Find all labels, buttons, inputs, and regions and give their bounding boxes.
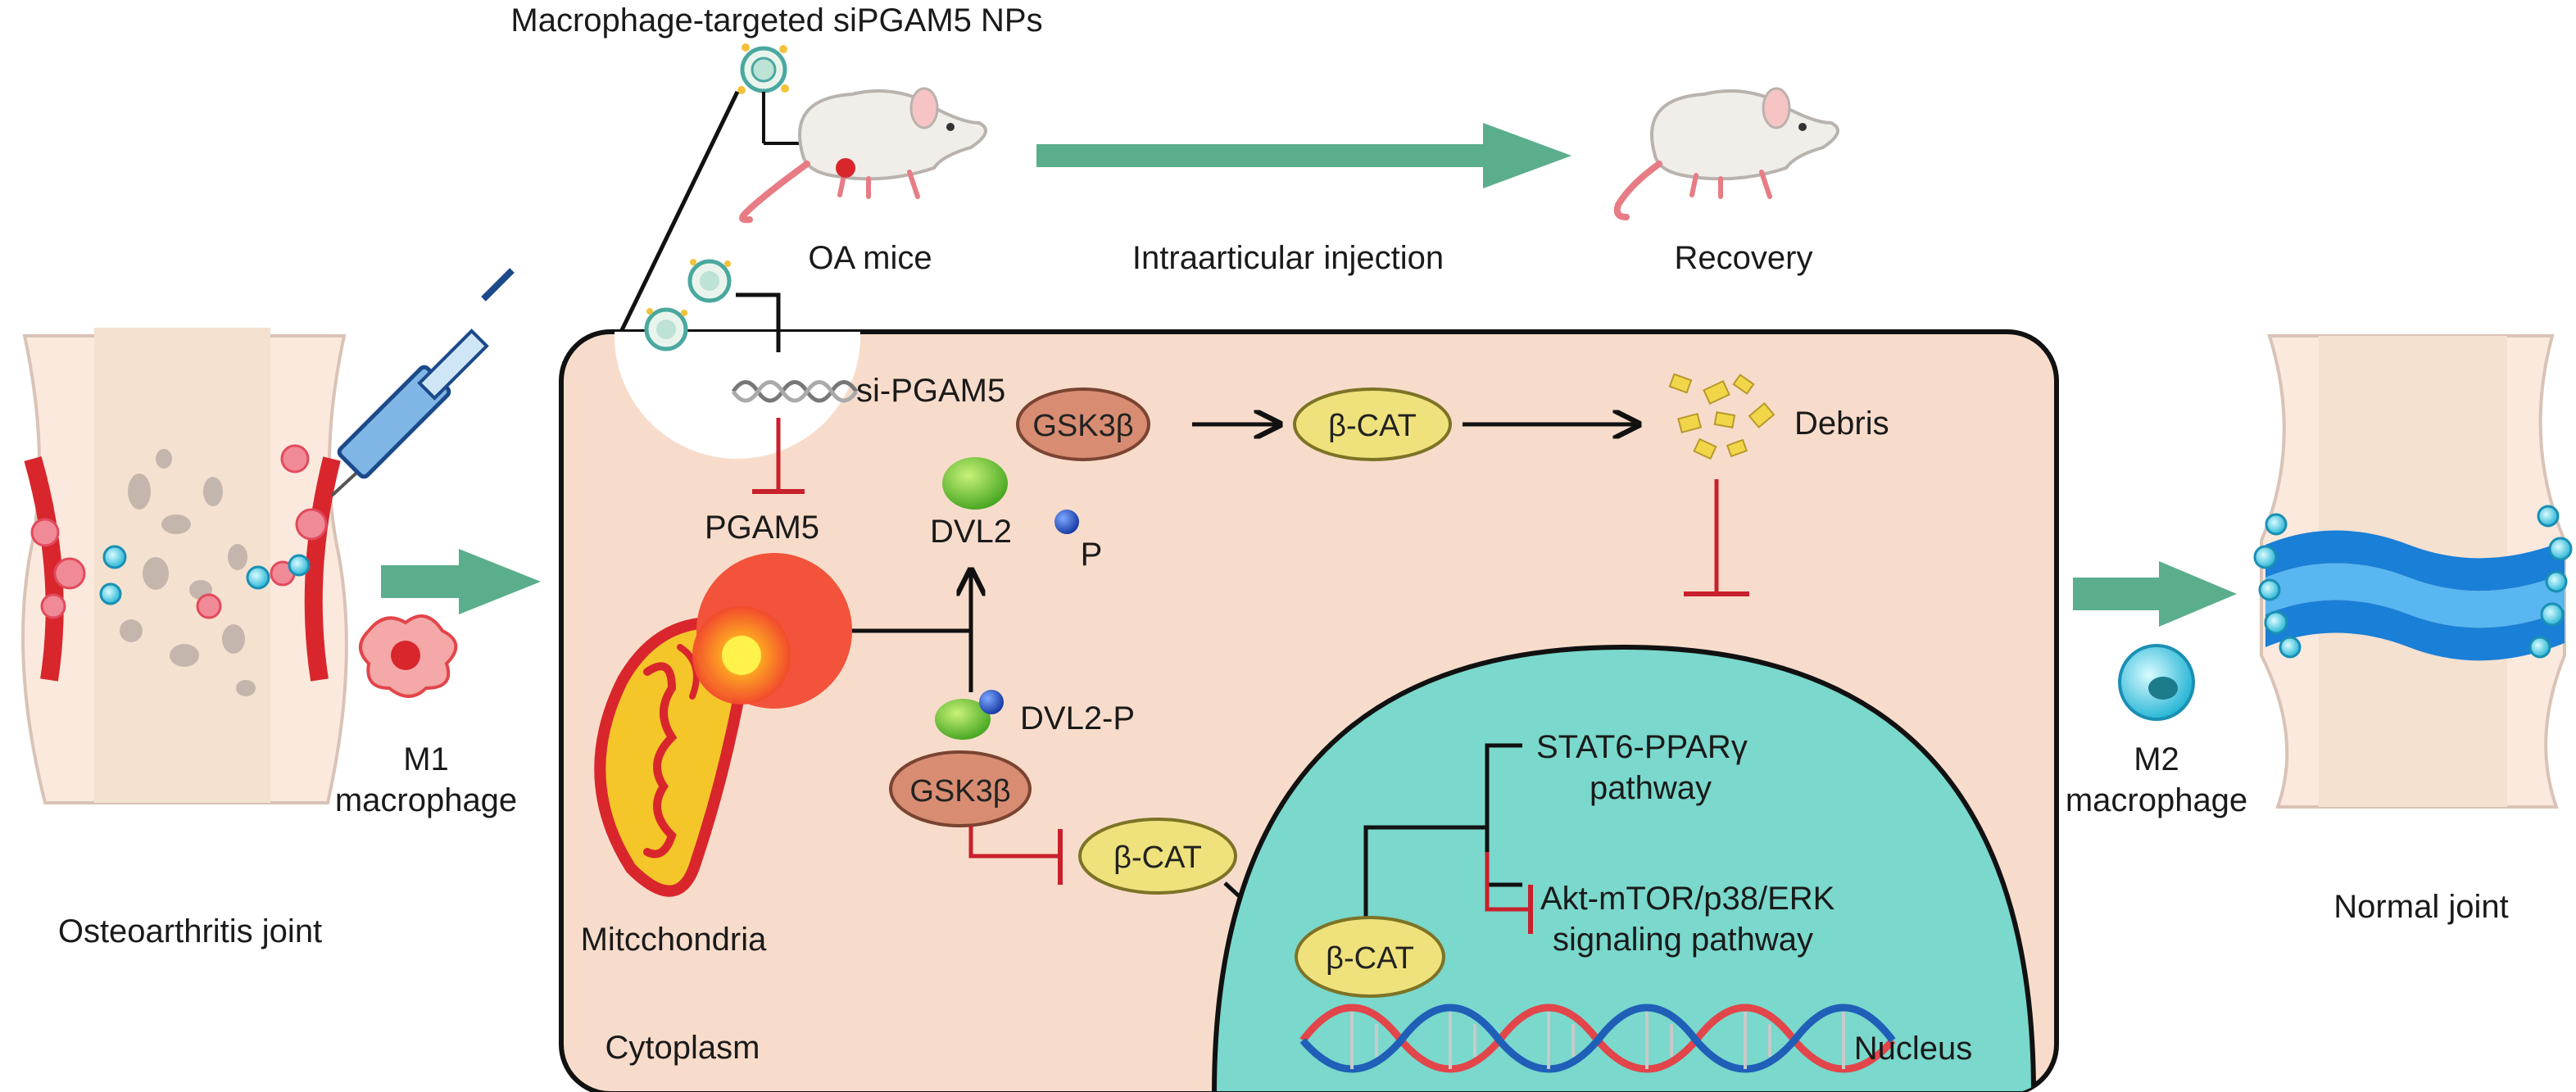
nps-label: Macrophage-targeted siPGAM5 NPs <box>510 2 1042 39</box>
green-arrow-left <box>381 549 541 614</box>
nucleus-label: Nucleus <box>1854 1031 1973 1067</box>
nanoparticle-icon <box>687 259 732 303</box>
dvl2p-label: DVL2-P <box>1020 700 1135 736</box>
m1-macrophage-icon <box>359 614 458 698</box>
injection-label: Intraarticular injection <box>1132 240 1444 276</box>
bcat-nucleus-node[interactable] <box>1295 916 1445 998</box>
oa-mouse-icon <box>739 87 987 224</box>
bcat-mid-label: β-CAT <box>1113 841 1202 875</box>
mitochondria-label: Mitcchondria <box>581 922 768 958</box>
normal-joint-illustration <box>2253 334 2573 809</box>
dna-helix-icon <box>1299 1004 1896 1073</box>
cytoplasm-label: Cytoplasm <box>605 1030 760 1066</box>
recovery-label: Recovery <box>1675 240 1813 276</box>
phosphate-dot <box>979 690 1004 714</box>
m1-label-line2: macrophage <box>335 782 517 818</box>
bcat-top-label: β-CAT <box>1328 409 1417 443</box>
stat6-line2: pathway <box>1590 770 1712 806</box>
nanoparticle-icon <box>644 307 688 351</box>
bcat-mid-node[interactable] <box>1078 818 1237 895</box>
m2-macrophage-icon <box>2118 644 2195 721</box>
dvl2-blob <box>942 457 1008 510</box>
m1-label-line1: M1 <box>403 741 449 777</box>
m2-label-line2: macrophage <box>2066 782 2247 818</box>
gsk3b-bottom-label: GSK3β <box>909 774 1010 809</box>
stat6-line1: STAT6-PPARγ <box>1536 729 1748 765</box>
debris-icon <box>1668 373 1776 460</box>
phosphate-dot <box>1054 510 1079 534</box>
recovery-mouse-icon <box>1613 87 1839 220</box>
sirna-label: si-PGAM5 <box>856 373 1005 409</box>
osteoarthritis-joint-illustration <box>21 328 348 804</box>
m2-label-line1: M2 <box>2134 741 2179 777</box>
gsk3b-bottom-node[interactable] <box>889 750 1032 827</box>
pgam5-sphere <box>692 553 852 709</box>
mitochondria-icon <box>594 616 745 897</box>
p-label: P <box>1081 537 1103 573</box>
syringe-icon <box>330 268 515 497</box>
gsk3b-top-label: GSK3β <box>1032 409 1133 443</box>
akt-line1: Akt-mTOR/p38/ERK <box>1540 881 1835 917</box>
green-arrow-right <box>2073 561 2237 627</box>
green-arrow-top <box>1036 123 1571 188</box>
osteoarthritis-joint-label: Osteoarthritis joint <box>58 913 322 949</box>
dvl2p-blob <box>935 699 991 740</box>
nanoparticle-icon <box>737 43 789 94</box>
bcat-nucleus-label: β-CAT <box>1326 941 1414 976</box>
oa-mice-label: OA mice <box>808 240 932 276</box>
debris-label: Debris <box>1794 406 1889 442</box>
normal-joint-label: Normal joint <box>2333 889 2508 925</box>
pgam5-label: PGAM5 <box>705 510 819 546</box>
akt-line2: signaling pathway <box>1553 922 1813 958</box>
dvl2-label: DVL2 <box>930 514 1012 550</box>
bcat-top-node[interactable] <box>1293 387 1452 461</box>
sirna-strand-icon <box>731 380 859 403</box>
gsk3b-top-node[interactable] <box>1016 387 1150 461</box>
